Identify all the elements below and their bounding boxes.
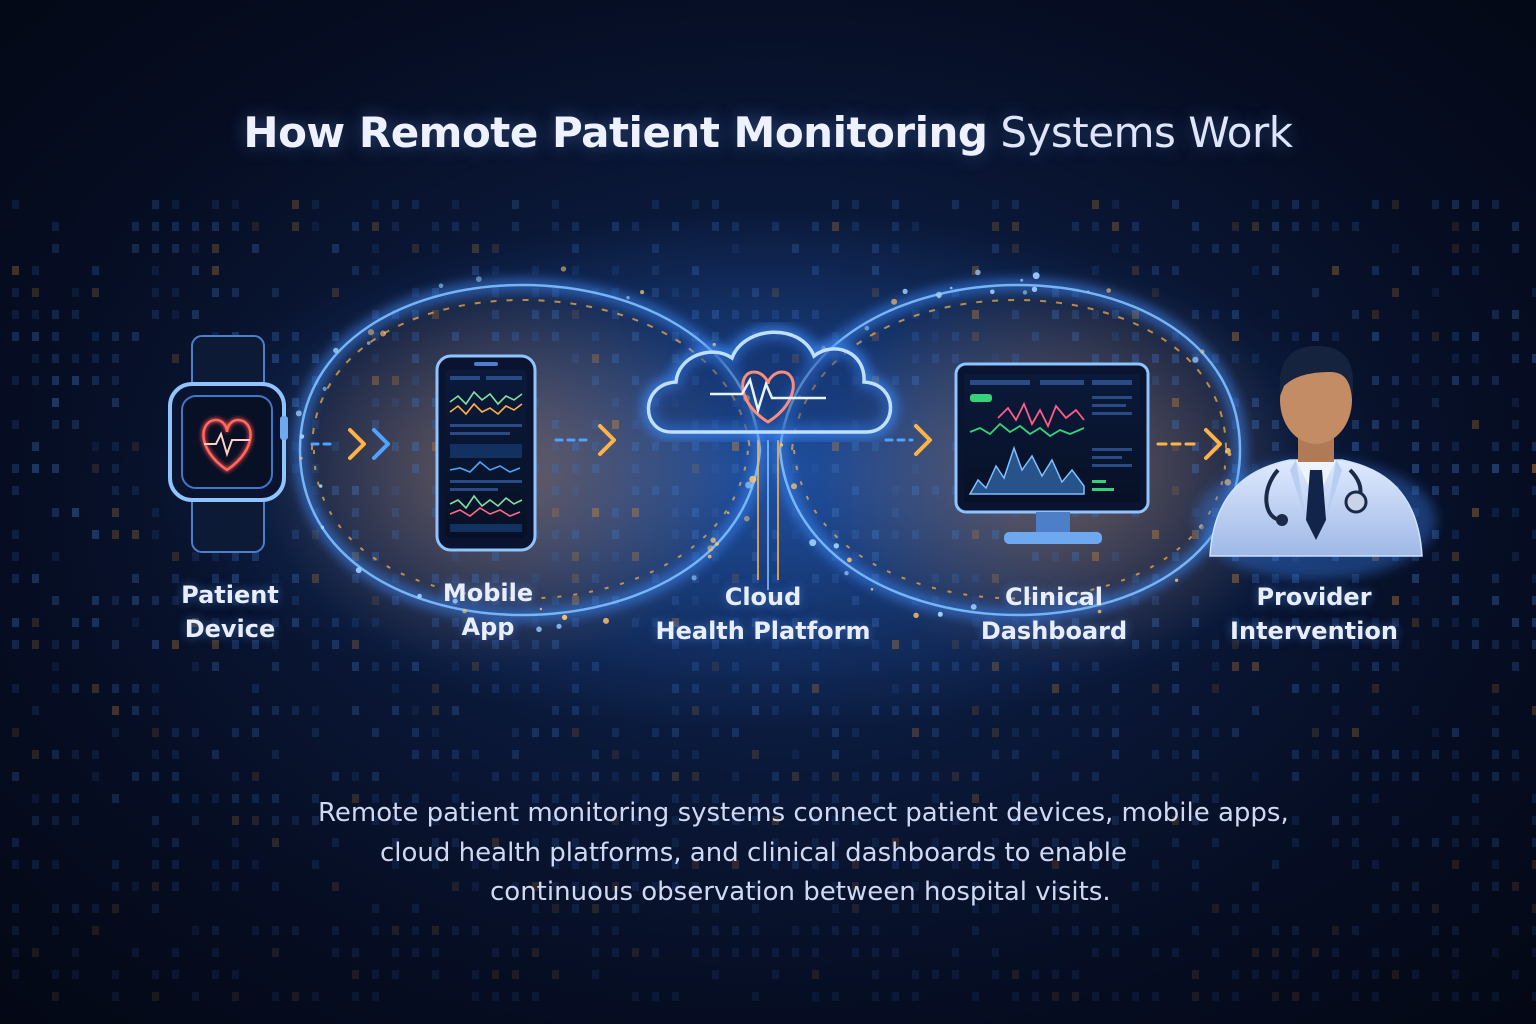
step-label-line: Clinical (954, 580, 1154, 614)
step-label-line: App (408, 610, 568, 644)
step-label-clinical-dashboard: Clinical Dashboard (954, 580, 1154, 648)
step-label-cloud-platform: Cloud Health Platform (638, 580, 888, 648)
step-label-line: Mobile (408, 576, 568, 610)
step-label-provider-intervention: Provider Intervention (1214, 580, 1414, 648)
step-label-line: Device (150, 612, 310, 646)
step-label-line: Cloud (638, 580, 888, 614)
smartphone-app-icon (437, 356, 535, 550)
title-light: Systems Work (1000, 108, 1292, 157)
step-label-line: Provider (1214, 580, 1414, 614)
step-label-mobile-app: Mobile App (408, 576, 568, 644)
step-label-line: Dashboard (954, 614, 1154, 648)
description-line-3: continuous observation between hospital … (490, 873, 1111, 911)
title-bold: How Remote Patient Monitoring (243, 108, 987, 157)
step-label-line: Health Platform (638, 614, 888, 648)
step-label-patient-device: Patient Device (150, 578, 310, 646)
page-title: How Remote Patient Monitoring Systems Wo… (0, 108, 1536, 157)
description-line-1: Remote patient monitoring systems connec… (318, 794, 1289, 832)
step-label-line: Patient (150, 578, 310, 612)
step-label-line: Intervention (1214, 614, 1414, 648)
description-line-2: cloud health platforms, and clinical das… (380, 834, 1127, 872)
